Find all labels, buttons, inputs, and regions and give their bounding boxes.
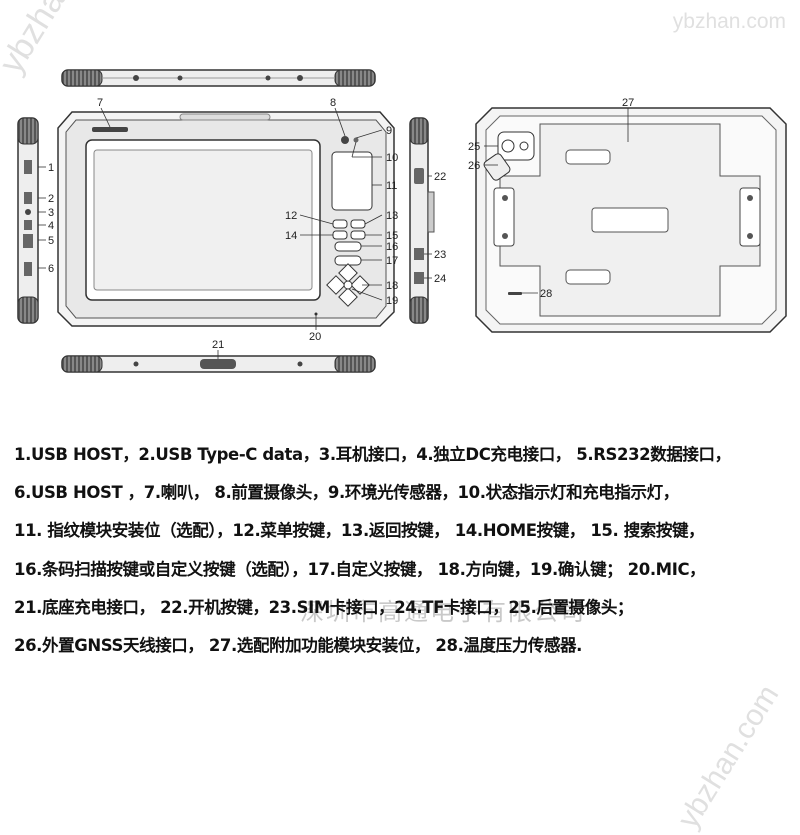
callout-number-18: 18 [386, 280, 398, 292]
callout-number-2: 2 [48, 193, 54, 205]
callout-number-3: 3 [48, 207, 54, 219]
legend-line: 11. 指纹模块安装位（选配），12.菜单按键，13.返回按键， 14.HOME… [14, 521, 705, 541]
callout-number-16: 16 [386, 241, 398, 253]
callout-number-15: 15 [386, 230, 398, 242]
top-edge-view [61, 69, 376, 87]
back-view [475, 107, 787, 333]
callout-number-19: 19 [386, 295, 398, 307]
callout-number-10: 10 [386, 152, 398, 164]
callout-number-24: 24 [434, 273, 446, 285]
component-legend: 1.USB HOST，2.USB Type-C data，3.耳机接口，4.独立… [14, 436, 794, 665]
callout-number-4: 4 [48, 220, 54, 232]
callout-number-14: 14 [285, 230, 297, 242]
callout-number-5: 5 [48, 235, 54, 247]
callout-leaders [38, 107, 629, 359]
callout-number-17: 17 [386, 255, 398, 267]
callout-number-20: 20 [309, 331, 321, 343]
callout-number-6: 6 [48, 263, 54, 275]
legend-line: 26.外置GNSS天线接口， 27.选配附加功能模块安装位， 28.温度压力传感… [14, 635, 583, 655]
callout-number-27: 27 [622, 97, 634, 109]
callout-number-26: 26 [468, 160, 480, 172]
callout-number-9: 9 [386, 125, 392, 137]
watermark-site-bottom: ybzhan.com [671, 679, 786, 835]
callout-number-11: 11 [386, 180, 397, 192]
legend-line: 1.USB HOST，2.USB Type-C data，3.耳机接口，4.独立… [14, 445, 731, 464]
legend-line: 6.USB HOST ，7.喇叭， 8.前置摄像头，9.环境光传感器，10.状态… [14, 483, 679, 503]
right-side-view [409, 117, 435, 324]
callout-number-12: 12 [285, 210, 297, 222]
callout-number-28: 28 [540, 288, 552, 300]
legend-line: 21.底座充电接口， 22.开机按键，23.SIM卡接口，24.TF卡接口，25… [14, 597, 634, 617]
bottom-edge-view [61, 355, 376, 373]
callout-number-23: 23 [434, 249, 446, 261]
callout-number-25: 25 [468, 141, 480, 153]
callout-number-21: 21 [212, 339, 224, 351]
tablet-technical-drawing: 1234567891011121314151617181920212223242… [17, 69, 787, 373]
callout-number-1: 1 [48, 162, 54, 174]
legend-line: 16.条码扫描按键或自定义按键（选配），17.自定义按键， 18.方向键，19.… [14, 559, 706, 579]
left-side-view [17, 117, 39, 324]
callout-number-13: 13 [386, 210, 398, 222]
front-view [57, 111, 395, 327]
callout-number-22: 22 [434, 171, 446, 183]
callout-number-8: 8 [330, 97, 336, 109]
callout-number-7: 7 [97, 97, 103, 109]
